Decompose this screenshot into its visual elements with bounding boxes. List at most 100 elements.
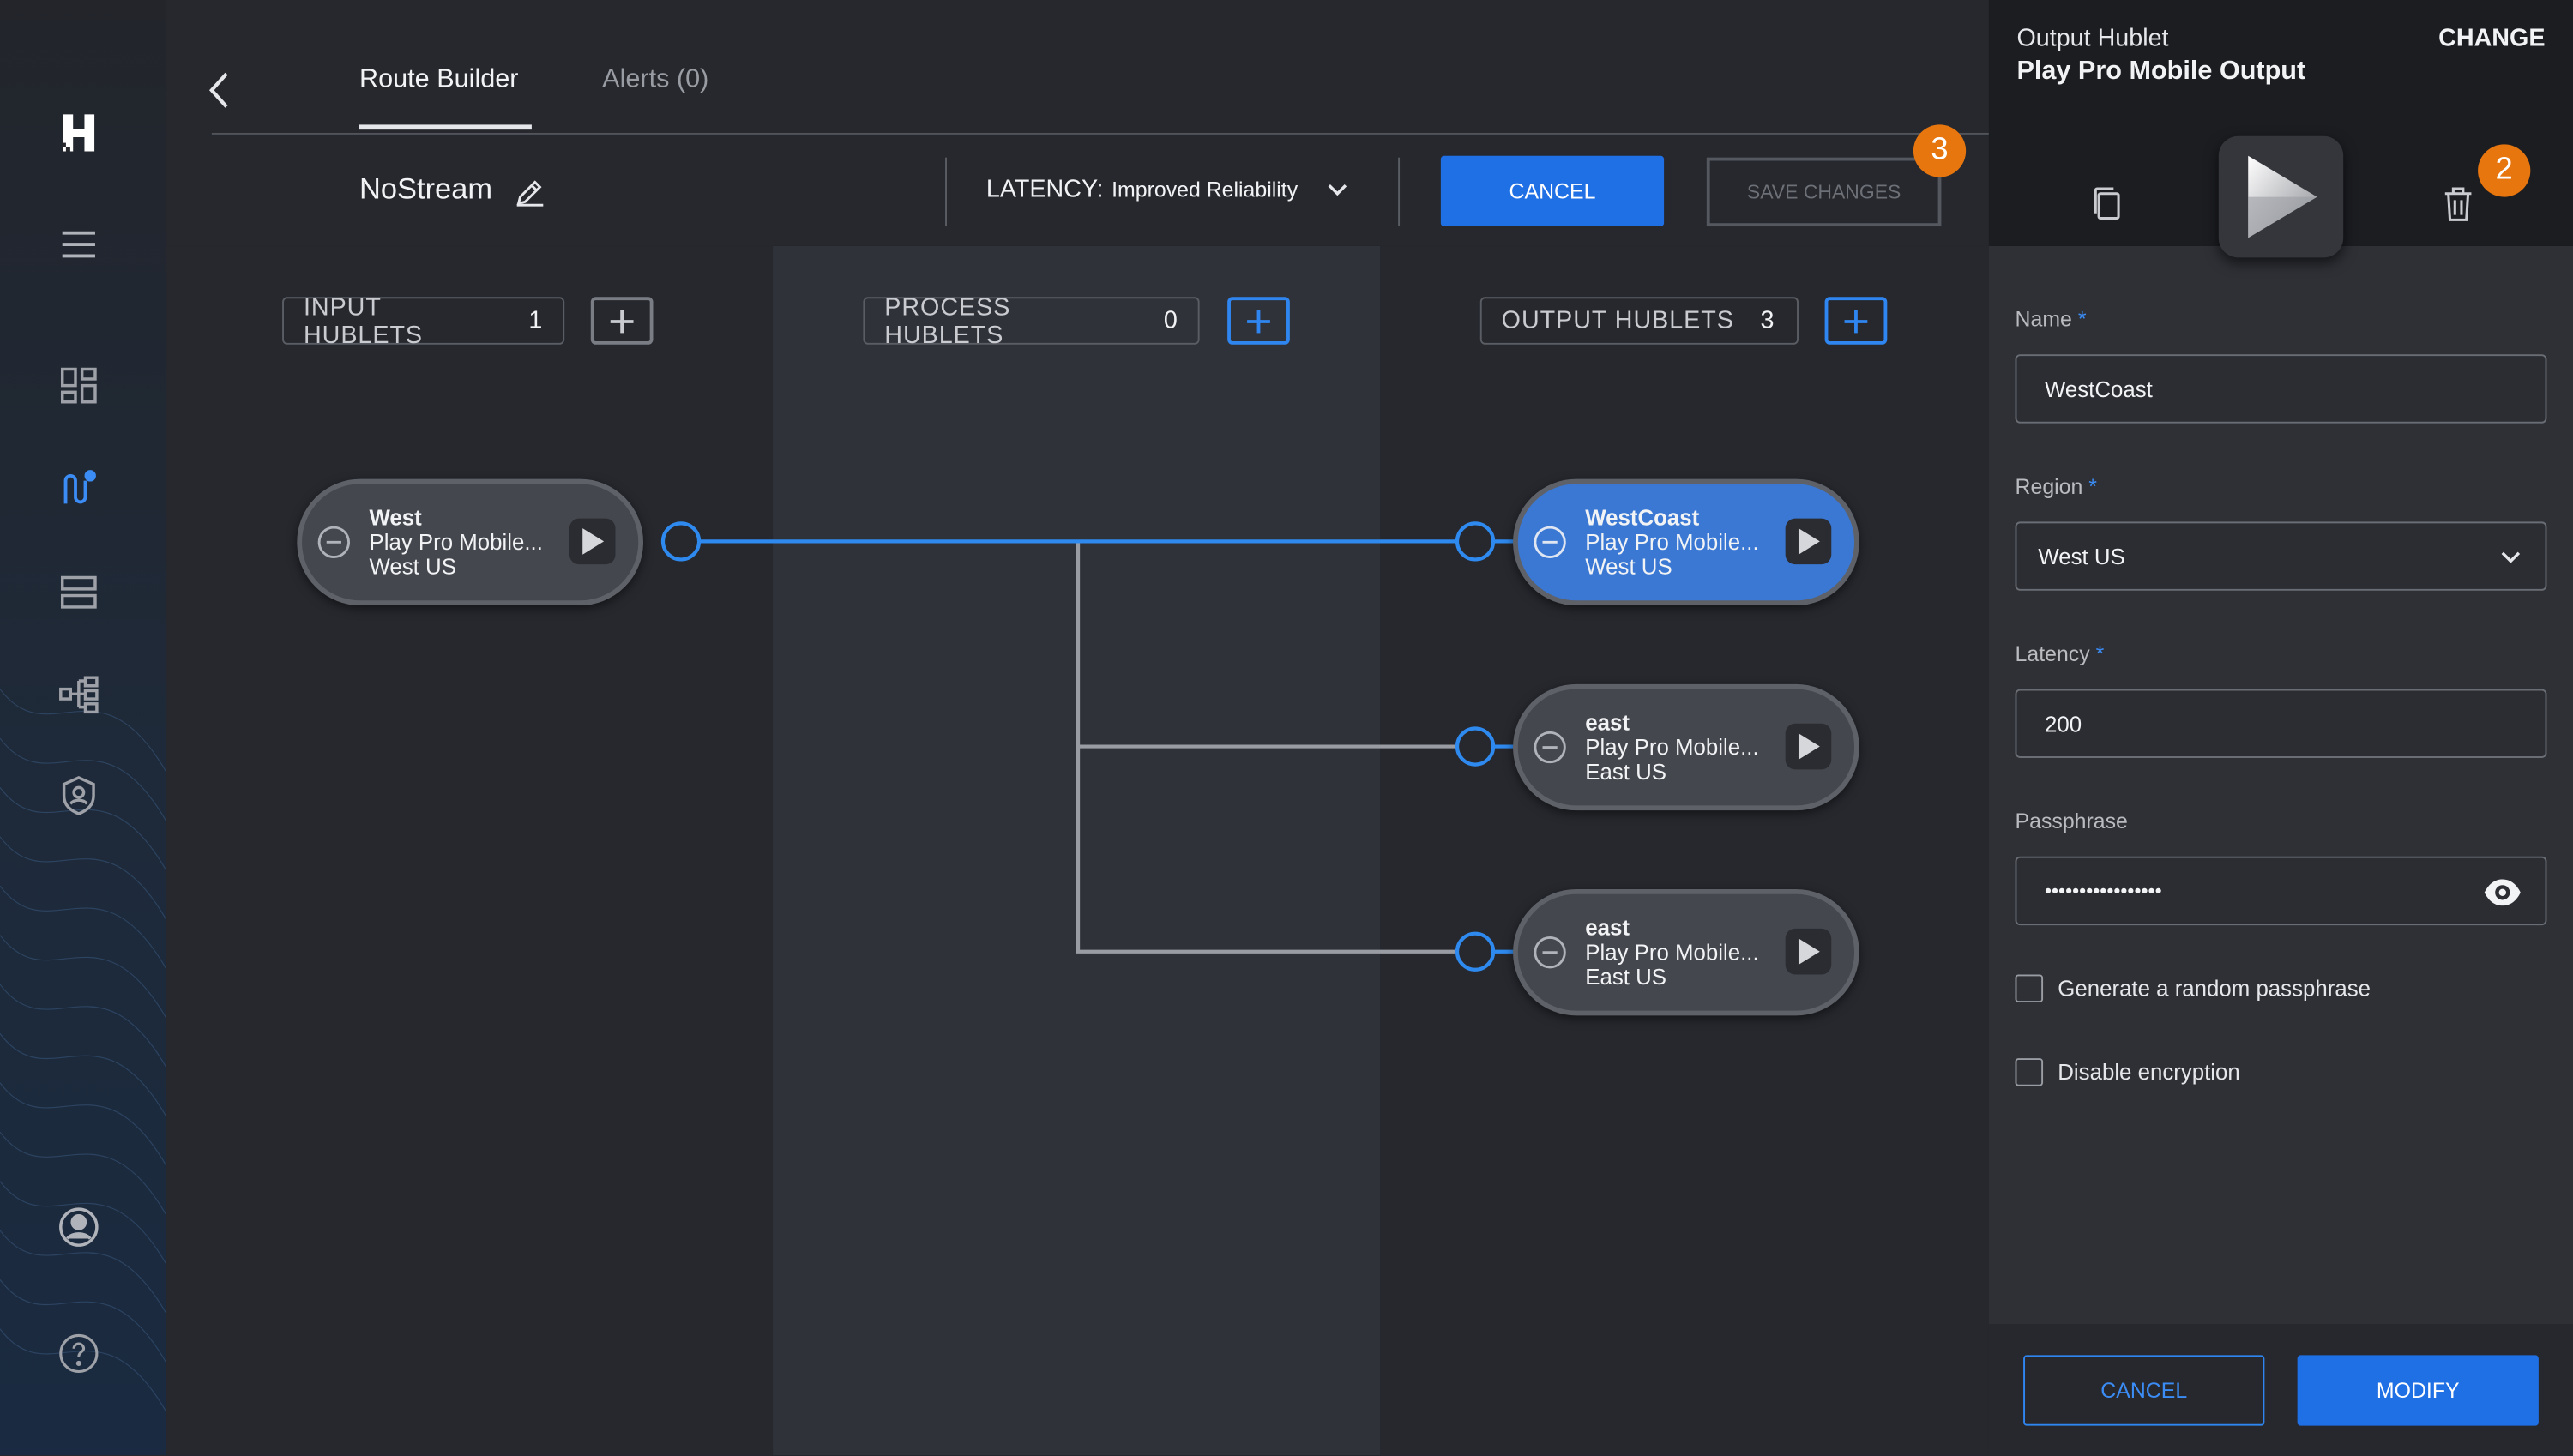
input-node-west[interactable]: West Play Pro Mobile... West US (297, 478, 644, 606)
output-node-east[interactable]: east Play Pro Mobile... East US (1513, 889, 1859, 1016)
tab-label: Alerts (0) (602, 65, 709, 94)
latency-value: 200 (2044, 711, 2082, 737)
input-hublets-header: INPUT HUBLETS 1 (282, 293, 565, 349)
output-node-westcoast[interactable]: WestCoast Play Pro Mobile... West US (1513, 478, 1859, 606)
remove-icon[interactable] (316, 525, 351, 559)
node-type: Play Pro Mobile... (1585, 529, 1759, 555)
chevron-down-icon (2501, 551, 2521, 563)
node-text: east Play Pro Mobile... East US (1585, 916, 1758, 990)
node-region: West US (1585, 554, 1672, 580)
eye-icon[interactable] (2483, 878, 2522, 907)
disable-encryption-checkbox[interactable] (2015, 1058, 2044, 1086)
latency-value: Improved Reliability (1112, 177, 1299, 202)
sidebar (0, 0, 166, 1456)
edit-pencil-icon[interactable] (514, 176, 546, 208)
node-text: east Play Pro Mobile... East US (1585, 710, 1758, 784)
hublet-title: Play Pro Mobile Output (2016, 57, 2306, 86)
tab-label: Route Builder (359, 65, 519, 94)
process-hublets-count: 0 (1163, 306, 1178, 335)
routes-icon[interactable] (54, 464, 103, 513)
name-label: Name * (2015, 306, 2087, 332)
random-passphrase-option[interactable]: Generate a random passphrase (2015, 974, 2371, 1003)
passphrase-value: ••••••••••••••••• (2044, 879, 2162, 903)
passphrase-field[interactable]: ••••••••••••••••• (2015, 856, 2547, 926)
active-tab-indicator (359, 124, 532, 130)
random-passphrase-checkbox[interactable] (2015, 974, 2044, 1003)
servers-icon[interactable] (54, 568, 103, 617)
security-icon[interactable] (54, 771, 103, 820)
play-logo-icon (1785, 518, 1832, 565)
output-hublets-count: 3 (1760, 306, 1775, 335)
passphrase-label: Passphrase (2015, 809, 2128, 833)
remove-icon[interactable] (1533, 936, 1567, 970)
change-button[interactable]: CHANGE (2438, 24, 2546, 53)
copy-icon[interactable] (2089, 184, 2125, 223)
logo-icon[interactable] (54, 108, 103, 157)
disable-encryption-label: Disable encryption (2058, 1059, 2240, 1085)
latency-dropdown[interactable]: LATENCY: Improved Reliability (985, 175, 1349, 204)
node-name: WestCoast (1585, 505, 1700, 530)
latency-label: LATENCY: (985, 175, 1104, 204)
node-type: Play Pro Mobile... (369, 529, 543, 555)
divider (945, 157, 947, 227)
route-canvas: INPUT HUBLETS 1 PROCESS HUBLETS 0 OUTPUT… (166, 245, 1989, 1456)
modify-button[interactable]: MODIFY (2297, 1355, 2539, 1426)
output-node-east[interactable]: east Play Pro Mobile... East US (1513, 683, 1859, 811)
tab-alerts[interactable]: Alerts (0) (602, 66, 708, 132)
play-logo-icon (569, 518, 616, 565)
add-input-hublet-button[interactable] (590, 297, 654, 345)
help-icon[interactable] (54, 1329, 103, 1378)
latency-field[interactable]: 200 (2015, 689, 2547, 758)
node-name: east (1585, 915, 1630, 941)
divider (1398, 157, 1401, 227)
input-hublets-label: INPUT HUBLETS (303, 292, 424, 349)
process-hublets-label: PROCESS HUBLETS (884, 292, 1011, 349)
input-hublets-count: 1 (528, 306, 544, 335)
output-hublets-label: OUTPUT HUBLETS (1501, 306, 1734, 335)
remove-icon[interactable] (1533, 730, 1567, 764)
random-passphrase-label: Generate a random passphrase (2058, 976, 2371, 1002)
delete-badge: 2 (2478, 144, 2531, 197)
panel-cancel-button[interactable]: CANCEL (2023, 1355, 2265, 1426)
save-changes-button[interactable]: SAVE CHANGES (1706, 157, 1942, 227)
add-output-hublet-button[interactable] (1824, 297, 1888, 345)
dashboard-icon[interactable] (54, 361, 103, 410)
add-process-hublet-button[interactable] (1227, 297, 1290, 345)
remove-icon[interactable] (1533, 525, 1567, 559)
header-divider (211, 132, 1989, 135)
hublet-type-label: Output Hublet (2016, 24, 2169, 53)
panel-footer: CANCEL MODIFY (1988, 1324, 2573, 1456)
output-port (1455, 726, 1496, 767)
region-select[interactable]: West US (2015, 521, 2547, 591)
menu-icon[interactable] (54, 220, 103, 268)
node-region: East US (1585, 759, 1667, 785)
node-text: West Play Pro Mobile... West US (369, 505, 542, 579)
play-logo-icon (2218, 135, 2344, 258)
tab-route-builder[interactable]: Route Builder (359, 65, 532, 132)
node-type: Play Pro Mobile... (1585, 940, 1759, 966)
hublet-details-panel: Output Hublet Play Pro Mobile Output CHA… (1988, 0, 2573, 1456)
cancel-button[interactable]: CANCEL (1440, 155, 1665, 227)
trash-icon[interactable] (2440, 184, 2476, 223)
chevron-down-icon (1328, 184, 1347, 196)
play-logo-icon (1785, 928, 1832, 975)
back-arrow-icon[interactable] (202, 66, 238, 115)
name-value: WestCoast (2044, 376, 2153, 401)
process-hublets-header: PROCESS HUBLETS 0 (863, 293, 1200, 349)
hierarchy-icon[interactable] (54, 670, 103, 719)
wave-decoration (0, 689, 166, 1411)
node-name: east (1585, 710, 1630, 736)
stream-name: NoStream (359, 171, 493, 206)
input-port (660, 521, 702, 562)
play-logo-icon (1785, 723, 1832, 770)
name-field[interactable]: WestCoast (2015, 354, 2547, 424)
output-port (1455, 521, 1496, 562)
latency-label: Latency * (2015, 641, 2105, 666)
header: Route Builder Alerts (0) NoStream LATENC… (166, 0, 1989, 246)
user-icon[interactable] (54, 1202, 103, 1251)
node-name: West (369, 505, 422, 530)
disable-encryption-option[interactable]: Disable encryption (2015, 1058, 2240, 1086)
node-region: East US (1585, 965, 1667, 990)
region-label: Region * (2015, 473, 2097, 499)
region-value: West US (2038, 544, 2125, 569)
